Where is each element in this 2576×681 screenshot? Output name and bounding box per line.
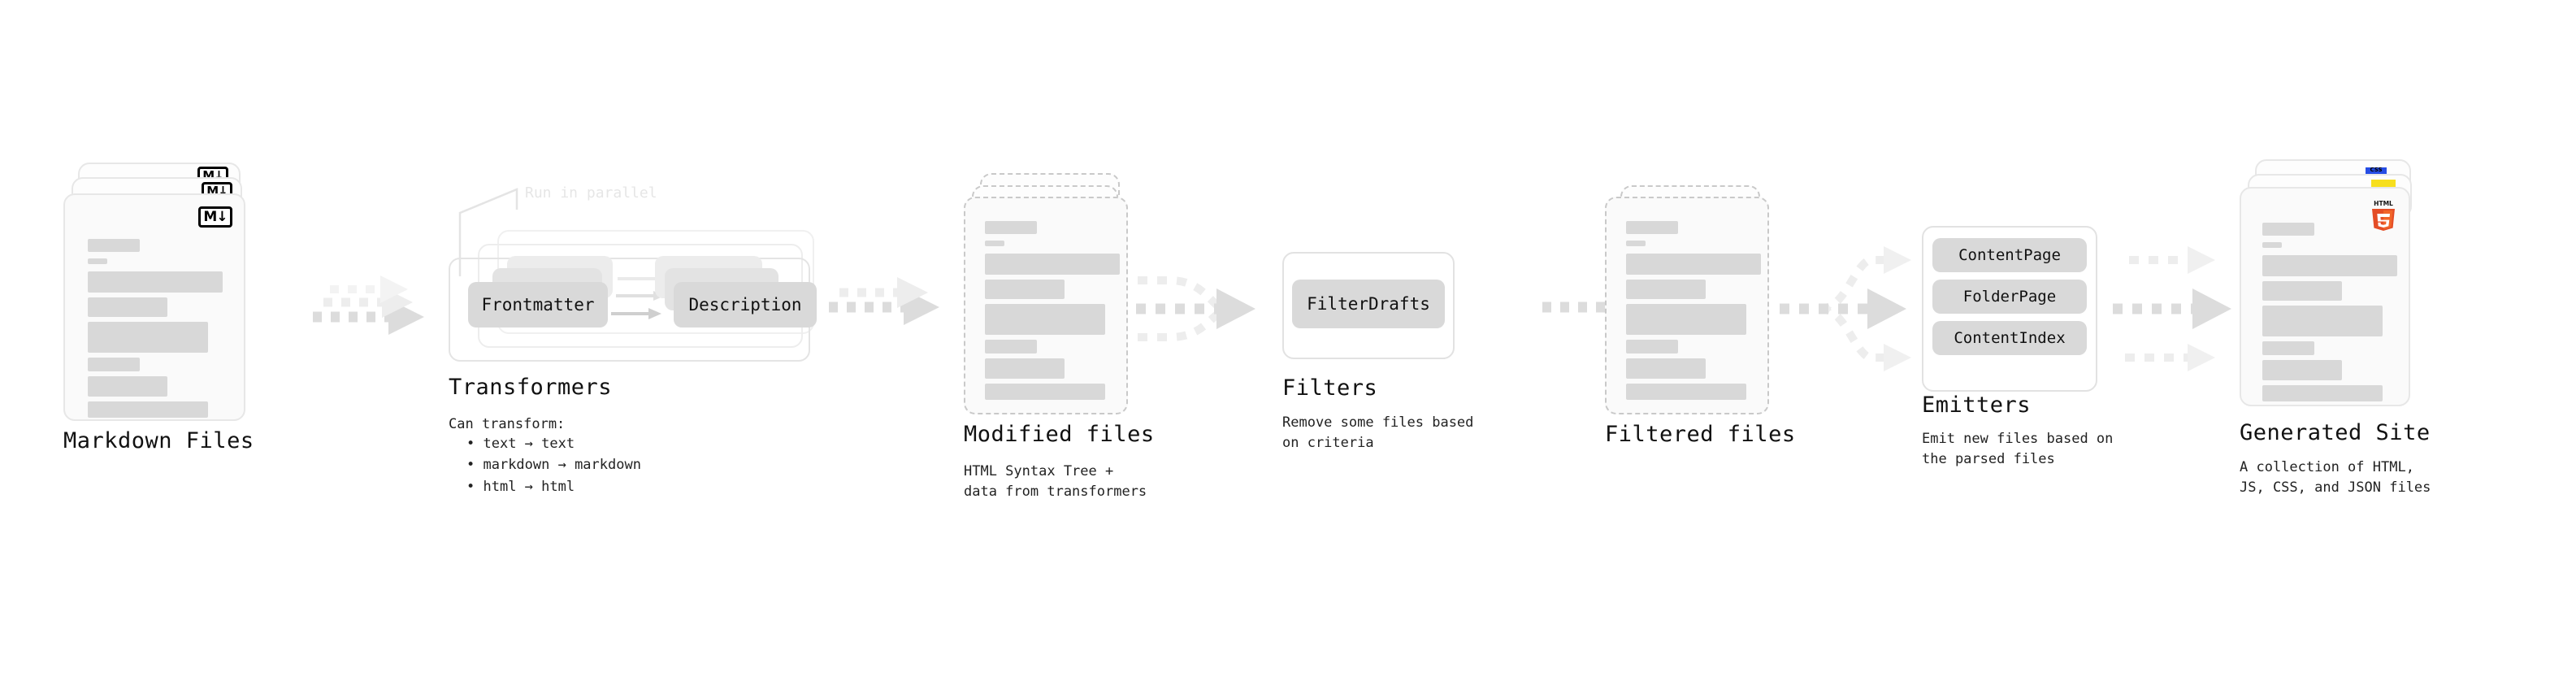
doc-line [1626, 280, 1706, 299]
doc-line [88, 297, 167, 317]
doc-line [2262, 306, 2383, 336]
doc-line [1626, 384, 1746, 400]
doc-line [985, 254, 1120, 275]
arrow-filtered-to-emitters [1780, 246, 1911, 371]
doc-line [1626, 241, 1646, 246]
arrow-markdown-to-transformers [313, 275, 424, 335]
doc-line [1626, 304, 1746, 335]
doc-line [88, 401, 208, 418]
filter-chip-filterdrafts[interactable]: FilterDrafts [1292, 280, 1445, 328]
modified-files-card[interactable] [964, 197, 1128, 414]
doc-line [985, 384, 1105, 400]
modified-files-title: Modified files [964, 422, 1155, 447]
transformer-chip-label: Description [688, 295, 802, 314]
doc-line [2262, 360, 2342, 380]
doc-line [88, 376, 167, 397]
markdown-icon: M↓ [198, 206, 232, 228]
doc-line [1626, 340, 1678, 354]
transform-item: text → text [466, 433, 641, 454]
modified-files-subtitle: HTML Syntax Tree + data from transformer… [964, 463, 1147, 500]
arrow-modified-to-filters [1136, 276, 1255, 341]
doc-line [2262, 255, 2397, 276]
emitters-subtitle: Emit new files based on the parsed files [1922, 431, 2114, 467]
transformer-chip-frontmatter[interactable]: Frontmatter [468, 282, 608, 327]
emitter-chip-label: ContentPage [1958, 246, 2061, 264]
filters-box [1282, 252, 1455, 359]
doc-line [2262, 281, 2342, 301]
doc-line [985, 358, 1065, 379]
arrow-transformers-to-modified [829, 277, 939, 325]
emitter-chip-label: ContentIndex [1954, 329, 2066, 347]
doc-line [88, 239, 140, 252]
transformers-subheading: Can transform: [449, 416, 566, 432]
doc-line [88, 322, 208, 353]
filters-title: Filters [1282, 375, 1378, 401]
html5-icon-svg: HTML [2372, 200, 2395, 231]
generated-site-card[interactable]: HTML [2240, 187, 2410, 406]
doc-line [88, 358, 140, 371]
emitters-box [1922, 226, 2097, 392]
doc-line [985, 304, 1105, 335]
filtered-files-title: Filtered files [1605, 422, 1796, 447]
emitters-title: Emitters [1922, 393, 2032, 418]
doc-line [1626, 358, 1706, 379]
filtered-files-card[interactable] [1605, 197, 1769, 414]
markdown-files-title: Markdown Files [63, 428, 254, 453]
doc-line [985, 241, 1004, 246]
doc-line [88, 258, 107, 264]
doc-line [1626, 254, 1761, 275]
doc-line [2262, 223, 2314, 236]
emitter-chip-label: FolderPage [1962, 288, 2057, 306]
doc-line [88, 271, 223, 293]
html5-icon: HTML [2370, 198, 2397, 231]
run-in-parallel-label: Run in parallel [525, 184, 657, 202]
transformer-chip-label: Frontmatter [481, 295, 595, 314]
doc-line [2262, 385, 2383, 401]
markdown-file-card[interactable]: M↓ [63, 193, 245, 421]
doc-line [2262, 341, 2314, 355]
doc-line [985, 340, 1037, 354]
doc-line [2262, 242, 2282, 248]
generated-site-subtitle: A collection of HTML, JS, CSS, and JSON … [2240, 459, 2431, 496]
filter-chip-label: FilterDrafts [1307, 294, 1430, 314]
transformers-title: Transformers [449, 375, 613, 400]
emitter-chip-contentindex[interactable]: ContentIndex [1932, 321, 2087, 355]
emitter-chip-folderpage[interactable]: FolderPage [1932, 280, 2087, 314]
transform-item: markdown → markdown [466, 454, 640, 475]
css-icon-label: CSS [2370, 167, 2383, 173]
transform-item: html → html [466, 476, 641, 497]
generated-site-title: Generated Site [2240, 420, 2431, 445]
transformer-chip-description[interactable]: Description [674, 282, 817, 327]
filters-subtitle: Remove some files based on criteria [1282, 414, 1474, 451]
arrow-emitters-to-site [2113, 246, 2231, 371]
doc-line [985, 280, 1065, 299]
svg-text:HTML: HTML [2374, 200, 2393, 207]
doc-line [985, 221, 1037, 234]
doc-line [1626, 221, 1678, 234]
emitter-chip-contentpage[interactable]: ContentPage [1932, 238, 2087, 272]
transformers-capability-list: text → text markdown → markdown html → h… [452, 433, 641, 497]
